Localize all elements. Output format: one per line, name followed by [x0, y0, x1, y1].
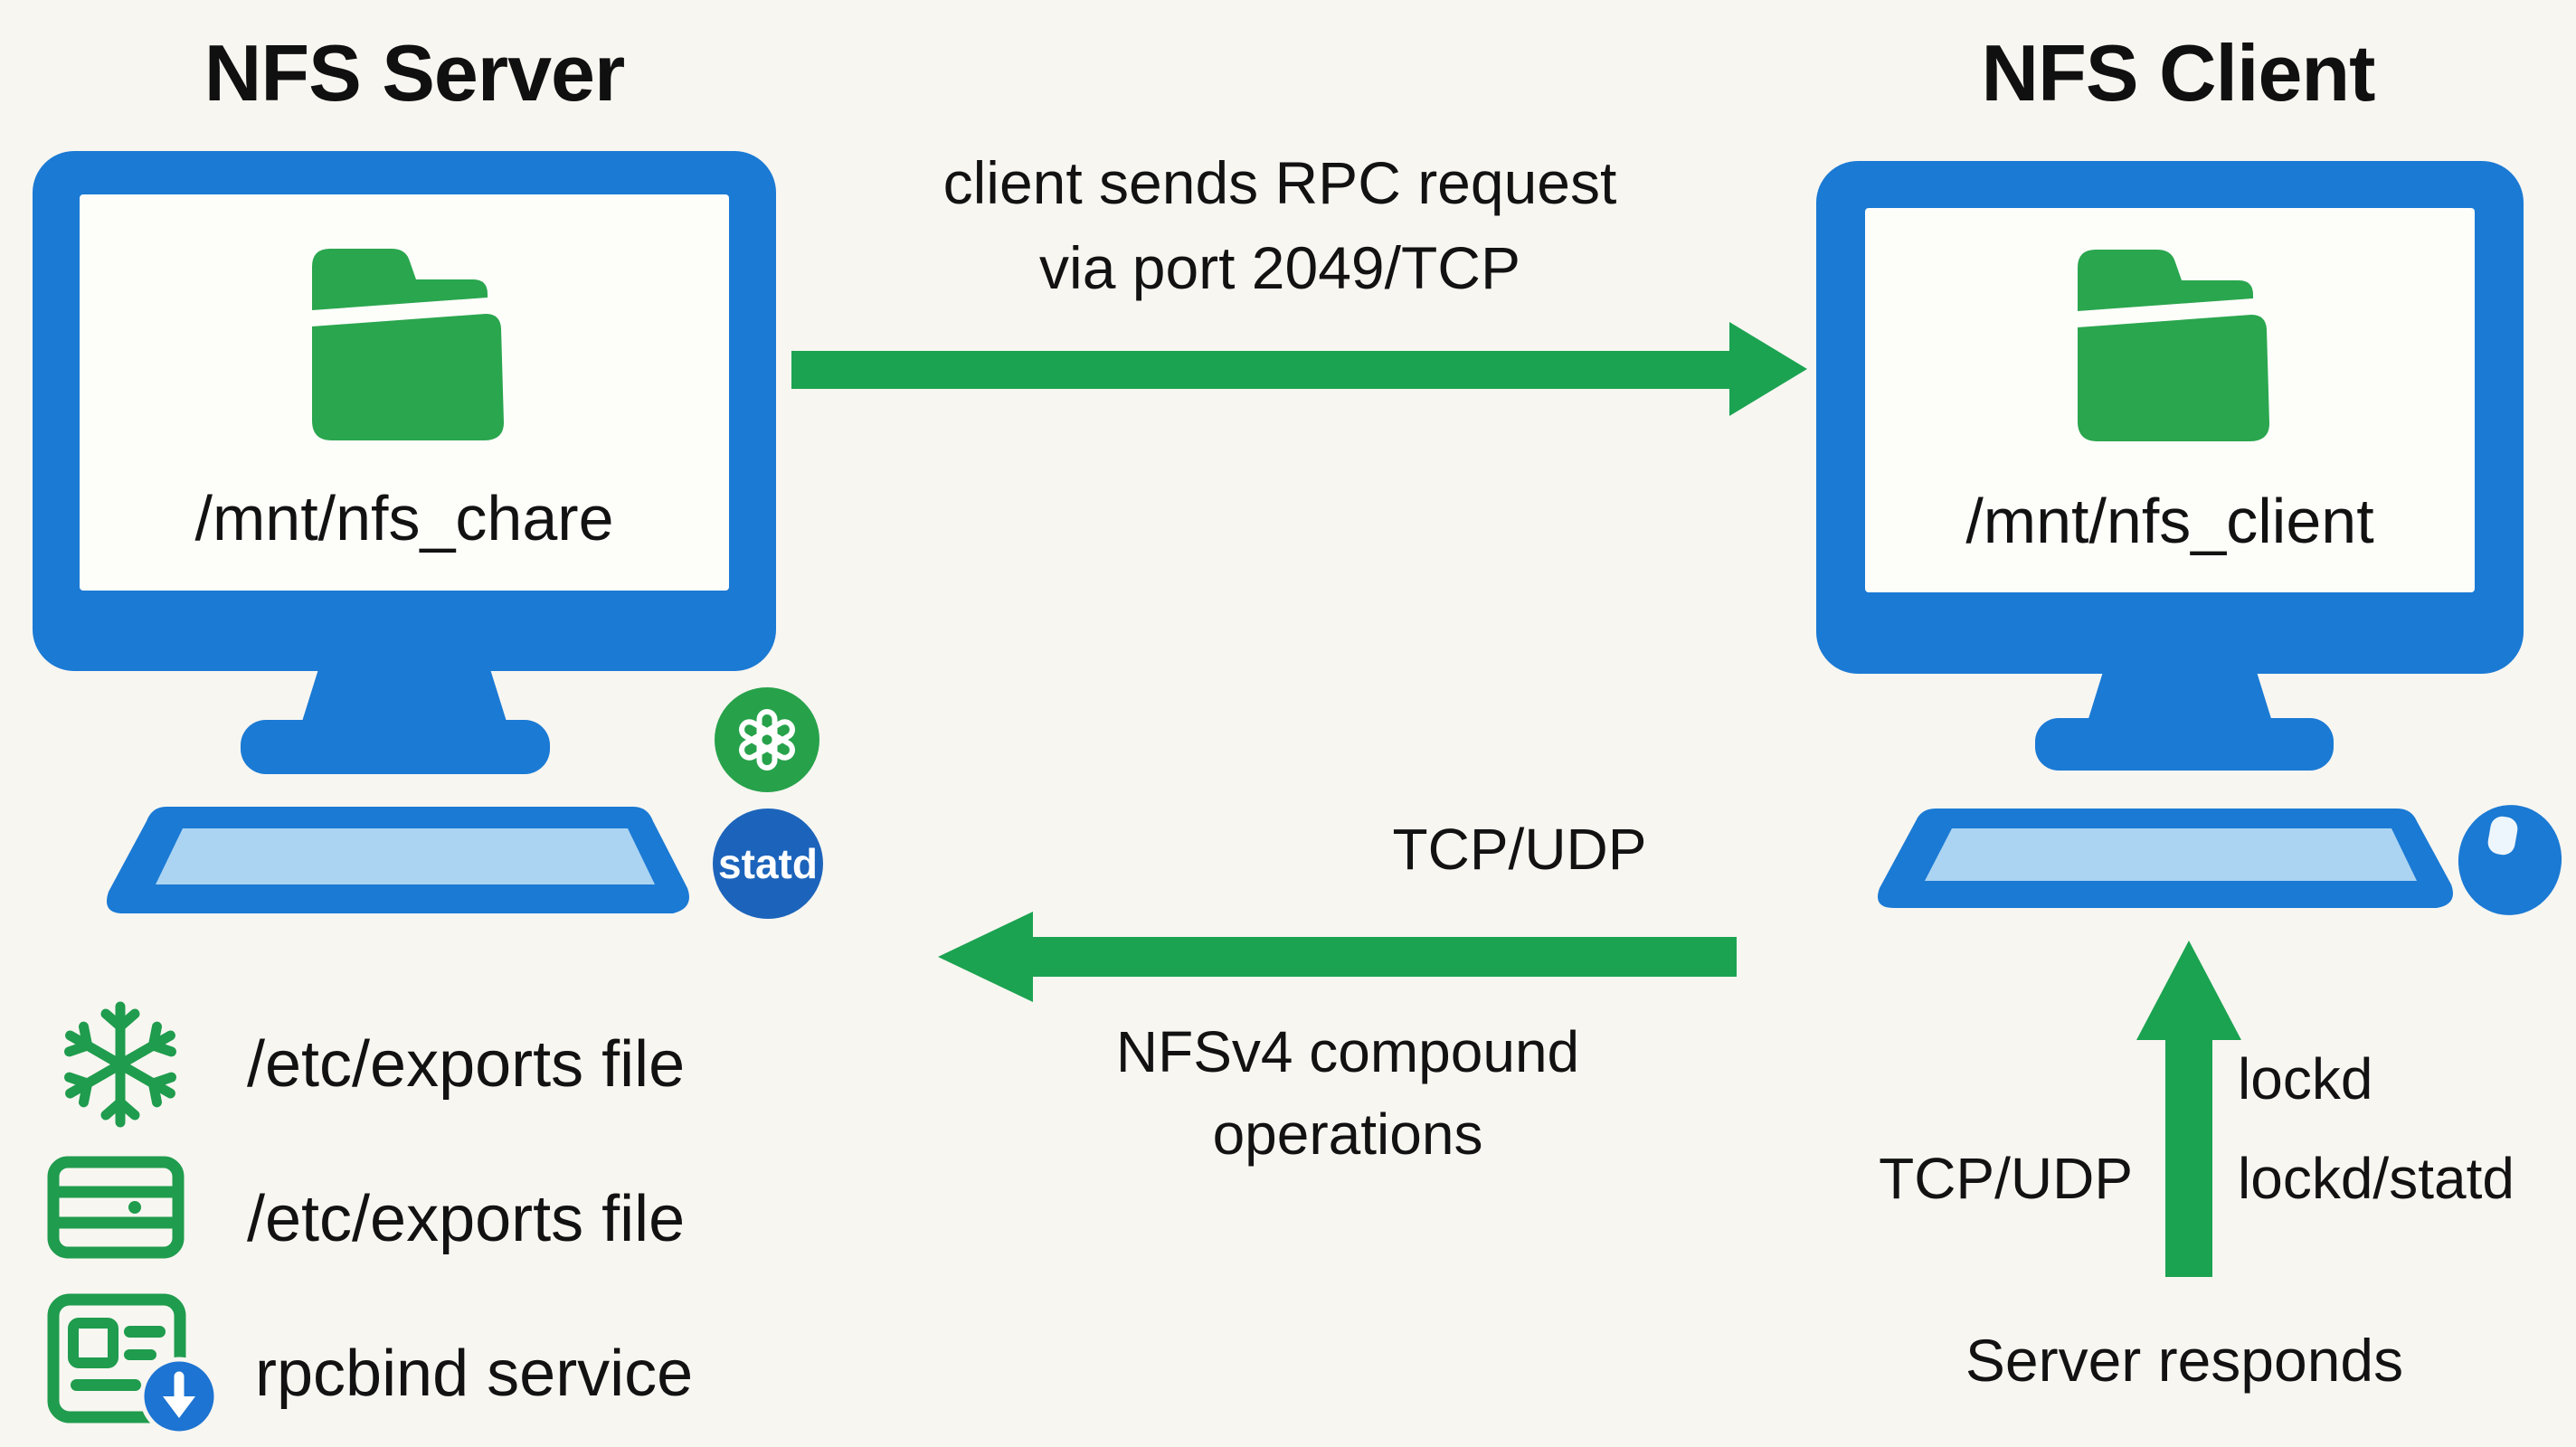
openai-logo-icon [715, 687, 819, 792]
callback-arrow-up [2136, 941, 2241, 1277]
server-stand-base [241, 720, 550, 774]
callback-daemon-top-label: lockd [2238, 1046, 2373, 1111]
request-arrow-right [791, 322, 1807, 416]
legend-label: /etc/exports file [247, 1028, 686, 1101]
server-screen: /mnt/nfs_chare [80, 194, 729, 591]
server-monitor-stand [300, 669, 508, 727]
client-stand-base [2035, 718, 2334, 771]
request-line1: client sends RPC request [942, 149, 1617, 216]
server-keyboard [107, 807, 689, 913]
response-protocol-label: TCP/UDP [1392, 817, 1647, 882]
callback-caption: Server responds [1965, 1327, 2404, 1394]
client-monitor-stand [2087, 672, 2273, 724]
download-badge-icon [139, 1357, 219, 1436]
folder-icon [312, 249, 504, 440]
server-stack-icon [47, 1156, 185, 1259]
request-arrow-label: client sends RPC request via port 2049/T… [850, 141, 1709, 310]
response-operation-label: NFSv4 compound operations [941, 1011, 1755, 1176]
legend-label: /etc/exports file [247, 1183, 686, 1255]
mouse-icon [2458, 805, 2562, 915]
client-keyboard [1878, 809, 2453, 908]
server-mount-path: /mnt/nfs_chare [194, 483, 614, 553]
legend-label: rpcbind service [255, 1338, 694, 1410]
callback-protocol-label: TCP/UDP [1879, 1146, 2133, 1211]
folder-icon [2078, 250, 2269, 441]
server-title: NFS Server [204, 28, 625, 118]
response-line2: operations [1212, 1101, 1483, 1167]
rpcbind-doc-icon [47, 1293, 219, 1436]
client-mount-path: /mnt/nfs_client [1965, 486, 2374, 556]
client-screen: /mnt/nfs_client [1865, 208, 2475, 592]
statd-badge: statd [713, 809, 823, 919]
snowflake-icon [64, 1001, 176, 1128]
response-line1: NFSv4 compound [1115, 1019, 1580, 1084]
client-title: NFS Client [1981, 28, 2376, 118]
request-line2: via port 2049/TCP [1039, 233, 1520, 301]
statd-badge-label: statd [718, 840, 818, 887]
callback-daemon-bottom-label: lockd/statd [2238, 1146, 2514, 1211]
response-arrow-left [938, 912, 1737, 1002]
